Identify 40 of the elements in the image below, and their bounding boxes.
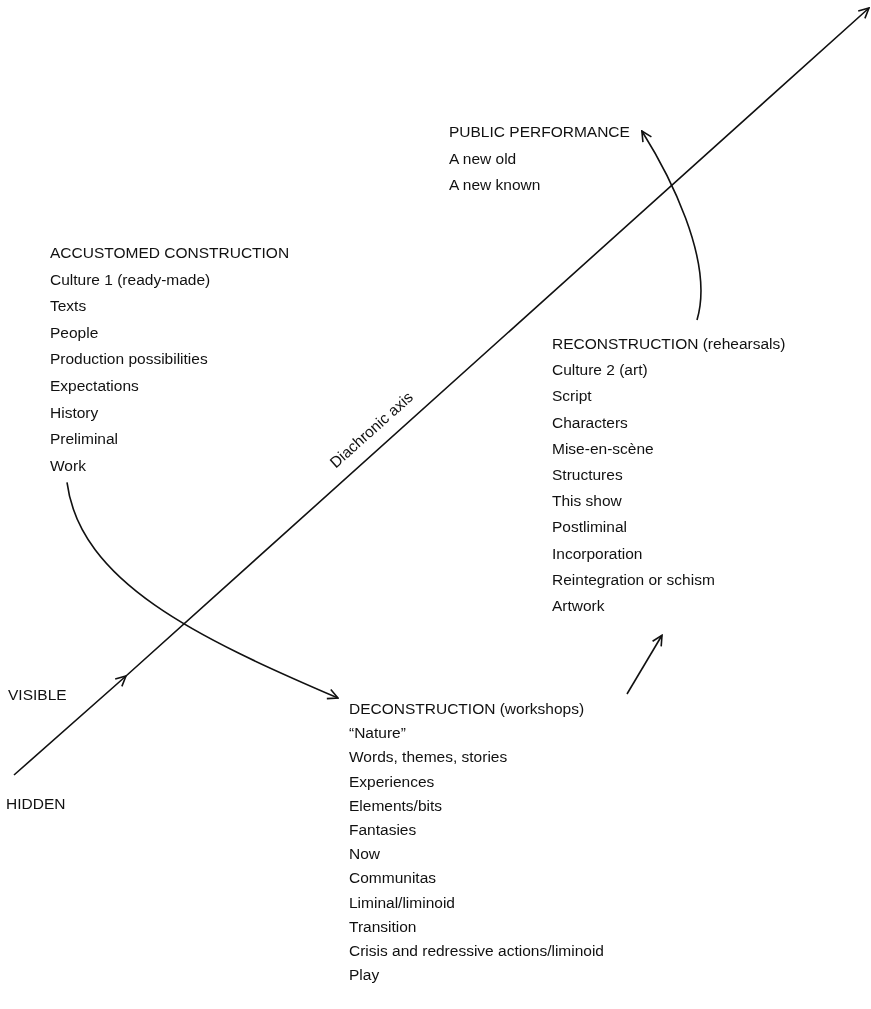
section-heading: PUBLIC PERFORMANCE bbox=[449, 122, 630, 142]
list-item: Reintegration or schism bbox=[552, 569, 715, 590]
list-item: People bbox=[50, 322, 99, 343]
list-item: Liminal/liminoid bbox=[349, 892, 455, 913]
list-item: History bbox=[50, 402, 99, 423]
list-item: Preliminal bbox=[50, 429, 119, 450]
arrow bbox=[641, 130, 702, 321]
list-item: Experiences bbox=[349, 771, 435, 792]
arrow bbox=[626, 634, 663, 695]
list-item: Culture 2 (art) bbox=[552, 360, 648, 381]
list-item: Now bbox=[349, 844, 380, 865]
list-item: Play bbox=[349, 965, 380, 986]
list-item: Elements/bits bbox=[349, 795, 443, 816]
list-item: Work bbox=[50, 455, 86, 476]
section-heading: ACCUSTOMED CONSTRUCTION bbox=[50, 243, 290, 263]
list-item: Artwork bbox=[552, 596, 605, 617]
list-item: Production possibilities bbox=[50, 349, 208, 370]
list-item: Crisis and redressive actions/liminoid bbox=[349, 941, 604, 962]
list-item: Script bbox=[552, 386, 592, 407]
list-item: This show bbox=[552, 491, 622, 512]
list-item: Incorporation bbox=[552, 543, 643, 564]
list-item: “Nature” bbox=[349, 723, 406, 744]
list-item: Mise-en-scène bbox=[552, 438, 654, 459]
axis-end-label: HIDDEN bbox=[6, 795, 66, 813]
list-item: A new known bbox=[449, 175, 541, 195]
axis-end-label: VISIBLE bbox=[8, 686, 67, 704]
list-item: Words, themes, stories bbox=[349, 747, 508, 768]
section-heading: RECONSTRUCTION (rehearsals) bbox=[552, 334, 786, 354]
list-item: Transition bbox=[349, 916, 417, 937]
list-item: Culture 1 (ready-made) bbox=[50, 269, 211, 290]
list-item: Postliminal bbox=[552, 517, 627, 538]
list-item: A new old bbox=[449, 148, 517, 169]
list-item: Structures bbox=[552, 465, 623, 485]
list-item: Texts bbox=[50, 296, 87, 317]
list-item: Fantasies bbox=[349, 820, 417, 840]
list-item: Characters bbox=[552, 412, 628, 433]
list-item: Expectations bbox=[50, 375, 139, 396]
section-heading: DECONSTRUCTION (workshops) bbox=[349, 699, 585, 719]
list-item: Communitas bbox=[349, 868, 436, 889]
arrow bbox=[66, 481, 339, 700]
